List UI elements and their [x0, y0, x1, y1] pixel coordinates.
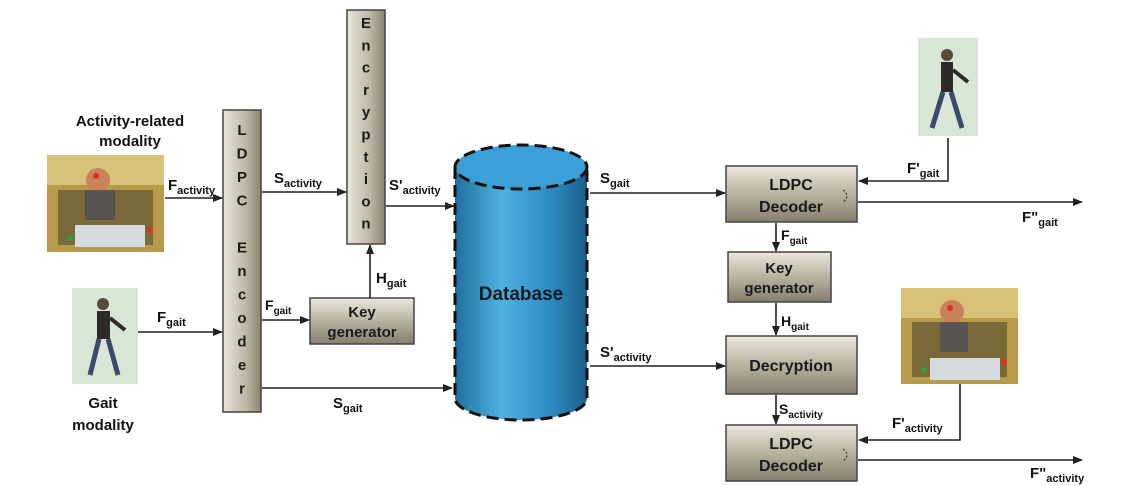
signal-label-s-gait-left: Sgait	[333, 395, 363, 415]
gait-modality-title-2: modality	[72, 417, 134, 434]
key-generator-left-label-1: Key	[348, 304, 376, 321]
ldpc-encoder-letter: E	[237, 240, 247, 257]
encryption-letter: t	[364, 149, 369, 166]
encryption-letter: i	[364, 171, 368, 188]
ldpc-encoder-letter: L	[237, 122, 246, 139]
encryption-letter: o	[361, 193, 370, 210]
ldpc-encoder-letter: C	[237, 193, 248, 210]
arrow-f-prime-activity	[858, 384, 961, 444]
encryption-letter: c	[362, 60, 370, 77]
key-generator-right-label-1: Key	[765, 260, 793, 277]
ldpc-encoder-block	[222, 109, 262, 413]
ldpc-encoder-letter: e	[238, 357, 246, 374]
encryption-letter: n	[361, 37, 370, 54]
signal-label-f-dprime-activity: F"activity	[1030, 465, 1085, 485]
ldpc-encoder-letter: D	[237, 146, 248, 163]
ldpc-encoder-letter: c	[238, 287, 246, 304]
ldpc-decoder-top-label-2: Decoder	[759, 199, 823, 216]
ldpc-decoder-top-label-1: LDPC	[769, 177, 813, 194]
signal-label-s-gait-right: Sgait	[600, 170, 630, 190]
ldpc-encoder-letter: d	[237, 334, 246, 351]
encryption-letter: p	[361, 127, 370, 144]
signal-label-f-prime-gait: F'gait	[907, 160, 940, 180]
key-generator-right-block	[727, 251, 832, 303]
database-cylinder	[453, 143, 589, 422]
connections	[138, 138, 1083, 464]
signal-label-f-activity: Factivity	[168, 177, 216, 197]
encryption-letter: n	[361, 216, 370, 233]
signal-label-s-activity-right: Sactivity	[779, 401, 823, 421]
database-label: Database	[479, 284, 564, 305]
signal-label-f-dprime-gait: F"gait	[1022, 209, 1058, 229]
signal-label-f-gait-key: Fgait	[265, 297, 292, 317]
ldpc-decoder-bottom-label-1: LDPC	[769, 436, 813, 453]
ldpc-decoder-bottom-block	[725, 424, 858, 482]
signal-label-s-prime-activity-right: S'activity	[600, 344, 652, 364]
ldpc-decoder-bottom-label-2: Decoder	[759, 458, 823, 475]
gait-photo-left	[72, 288, 138, 384]
signal-label-s-prime-activity-left: S'activity	[389, 177, 441, 197]
activity-modality-title-2: modality	[99, 133, 161, 150]
key-generator-left-block	[309, 297, 415, 345]
signal-labels: FactivityFgaitSactivityFgaitHgaitS'activ…	[157, 160, 1085, 485]
ldpc-decoder-top-block	[725, 165, 858, 223]
gait-modality-title-1: Gait	[88, 395, 117, 412]
activity-modality-title-1: Activity-related	[76, 113, 184, 130]
signal-label-h-gait-left: Hgait	[376, 270, 407, 290]
dash-mark-top	[842, 189, 848, 203]
activity-photo-left	[47, 155, 164, 252]
signal-label-f-gait-right: Fgait	[781, 227, 808, 247]
decryption-label: Decryption	[749, 358, 833, 375]
encryption-block	[346, 9, 386, 245]
ldpc-encoder-letter: o	[237, 310, 246, 327]
encryption-letter: E	[361, 15, 371, 32]
signal-label-f-prime-activity: F'activity	[892, 415, 944, 435]
key-generator-right-label-2: generator	[744, 280, 813, 297]
ldpc-encoder-letter: n	[237, 263, 246, 280]
dash-mark-bottom	[842, 448, 848, 462]
activity-photo-right	[901, 288, 1018, 384]
encryption-letter: y	[362, 104, 371, 121]
signal-label-s-activity: Sactivity	[274, 170, 323, 190]
arrow-f-prime-gait	[858, 138, 949, 185]
encryption-letter: r	[363, 82, 369, 99]
gait-photo-right	[918, 38, 978, 136]
ldpc-encoder-letter: P	[237, 169, 247, 186]
key-generator-left-label-2: generator	[327, 324, 396, 341]
decryption-block	[725, 335, 858, 395]
signal-label-f-gait: Fgait	[157, 309, 186, 329]
ldpc-encoder-letter: r	[239, 381, 245, 398]
signal-label-h-gait-right: Hgait	[781, 313, 810, 333]
